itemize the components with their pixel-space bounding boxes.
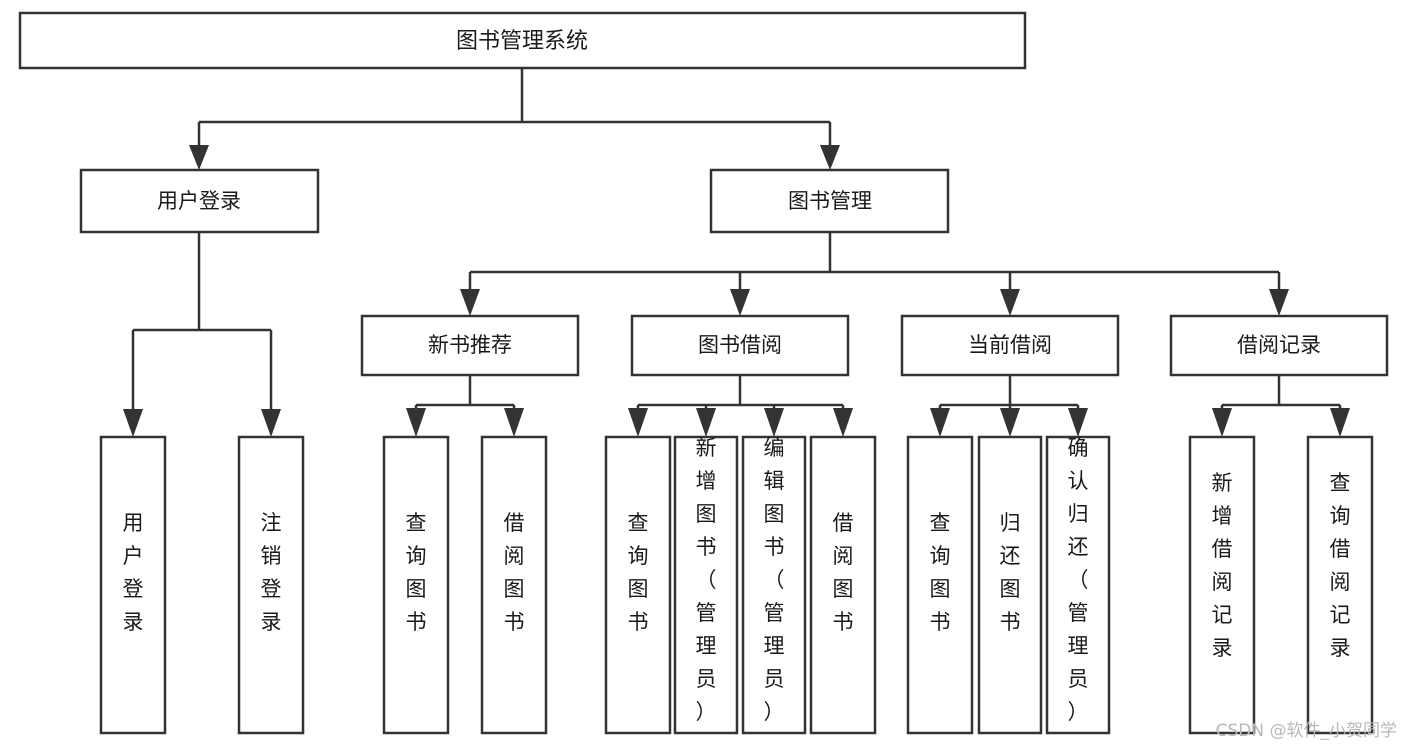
node-leaf-query-book-c-label: 查询图书 [930, 511, 951, 634]
arrow-to-user-login [189, 145, 209, 170]
node-leaf-query-record-label: 查询借阅记录 [1330, 471, 1351, 660]
node-leaf-query-book-b-box[interactable] [604, 435, 672, 735]
arrow-to-leaf-edit-book [764, 408, 784, 437]
node-current-borrow-label: 当前借阅 [968, 333, 1052, 357]
node-current-borrow-box[interactable] [900, 314, 1120, 377]
connector-layer [123, 68, 1350, 437]
node-borrow-record-box[interactable] [1169, 314, 1389, 377]
node-leaf-user-login-box[interactable] [99, 435, 167, 735]
node-root[interactable]: 图书管理系统 [18, 11, 1027, 70]
node-book-borrow[interactable]: 图书借阅 [630, 314, 850, 377]
arrow-to-new-book-rec [460, 289, 480, 316]
node-leaf-borrow-book-b-box[interactable] [809, 435, 877, 735]
arrow-to-leaf-add-record [1212, 408, 1232, 437]
node-leaf-borrow-book-b-label: 借阅图书 [833, 511, 854, 634]
arrow-to-leaf-return-book [1000, 408, 1020, 437]
node-user-login-box[interactable] [79, 168, 320, 234]
node-leaf-logout-label: 注销登录 [261, 511, 282, 634]
node-leaf-add-book-box[interactable] [673, 435, 739, 735]
node-leaf-query-book-a-label: 查询图书 [406, 511, 427, 634]
node-borrow-record[interactable]: 借阅记录 [1169, 314, 1389, 377]
node-book-borrow-label: 图书借阅 [698, 333, 782, 357]
node-leaf-query-book-c-box[interactable] [906, 435, 974, 735]
node-root-box[interactable] [18, 11, 1027, 70]
node-leaf-confirm-return-box[interactable] [1045, 435, 1111, 735]
node-leaf-add-record-box[interactable] [1188, 435, 1256, 735]
node-leaf-user-login[interactable]: 用户登录 [99, 435, 167, 735]
node-leaf-borrow-book-a-box[interactable] [480, 435, 548, 735]
arrow-to-book-manage [820, 145, 840, 170]
node-leaf-user-login-label: 用户登录 [123, 511, 144, 634]
node-leaf-logout[interactable]: 注销登录 [237, 435, 305, 735]
node-leaf-query-book-a[interactable]: 查询图书 [382, 435, 450, 735]
node-current-borrow[interactable]: 当前借阅 [900, 314, 1120, 377]
node-leaf-add-book-label: 新增图书（管理员） [696, 436, 717, 724]
node-leaf-logout-box[interactable] [237, 435, 305, 735]
node-leaf-add-record-label: 新增借阅记录 [1212, 471, 1233, 660]
node-leaf-edit-book[interactable]: 编辑图书（管理员） [741, 435, 807, 735]
arrow-to-leaf-borrow-book-b [833, 408, 853, 437]
node-leaf-confirm-return[interactable]: 确认归还（管理员） [1045, 435, 1111, 735]
arrow-to-leaf-add-book [696, 408, 716, 437]
node-leaf-confirm-return-label: 确认归还（管理员） [1068, 436, 1089, 724]
arrow-to-leaf-query-book-c [930, 408, 950, 437]
node-user-login-label: 用户登录 [157, 189, 241, 213]
node-leaf-query-book-b[interactable]: 查询图书 [604, 435, 672, 735]
node-new-book-rec-box[interactable] [360, 314, 580, 377]
arrow-to-borrow-record [1269, 289, 1289, 316]
node-leaf-return-book-box[interactable] [977, 435, 1043, 735]
arrow-to-leaf-query-book-b [628, 408, 648, 437]
node-leaf-borrow-book-b[interactable]: 借阅图书 [809, 435, 877, 735]
node-new-book-rec[interactable]: 新书推荐 [360, 314, 580, 377]
node-leaf-query-record-box[interactable] [1306, 435, 1374, 735]
node-leaf-add-record[interactable]: 新增借阅记录 [1188, 435, 1256, 735]
arrow-to-leaf-user-login [123, 409, 143, 437]
node-leaf-query-record[interactable]: 查询借阅记录 [1306, 435, 1374, 735]
node-leaf-return-book[interactable]: 归还图书 [977, 435, 1043, 735]
arrow-to-leaf-borrow-book-a [504, 408, 524, 437]
arrow-to-leaf-query-book-a [406, 408, 426, 437]
node-leaf-return-book-label: 归还图书 [1000, 511, 1021, 634]
node-leaf-borrow-book-a-label: 借阅图书 [504, 511, 525, 634]
node-root-label: 图书管理系统 [456, 29, 588, 54]
node-leaf-query-book-c[interactable]: 查询图书 [906, 435, 974, 735]
arrow-to-leaf-query-record [1330, 408, 1350, 437]
node-book-manage-label: 图书管理 [788, 189, 872, 213]
node-leaf-query-book-b-label: 查询图书 [628, 511, 649, 634]
node-leaf-query-book-a-box[interactable] [382, 435, 450, 735]
node-book-borrow-box[interactable] [630, 314, 850, 377]
arrow-to-leaf-confirm-return [1068, 408, 1088, 437]
node-leaf-borrow-book-a[interactable]: 借阅图书 [480, 435, 548, 735]
node-leaf-add-book[interactable]: 新增图书（管理员） [673, 435, 739, 735]
node-borrow-record-label: 借阅记录 [1237, 333, 1321, 357]
node-new-book-rec-label: 新书推荐 [428, 333, 512, 357]
arrow-to-leaf-logout [261, 409, 281, 437]
node-user-login[interactable]: 用户登录 [79, 168, 320, 234]
arrow-to-current-borrow [1000, 289, 1020, 316]
node-book-manage-box[interactable] [709, 168, 950, 234]
arrow-to-book-borrow [730, 289, 750, 316]
node-leaf-edit-book-box[interactable] [741, 435, 807, 735]
node-book-manage[interactable]: 图书管理 [709, 168, 950, 234]
node-leaf-edit-book-label: 编辑图书（管理员） [764, 436, 785, 724]
